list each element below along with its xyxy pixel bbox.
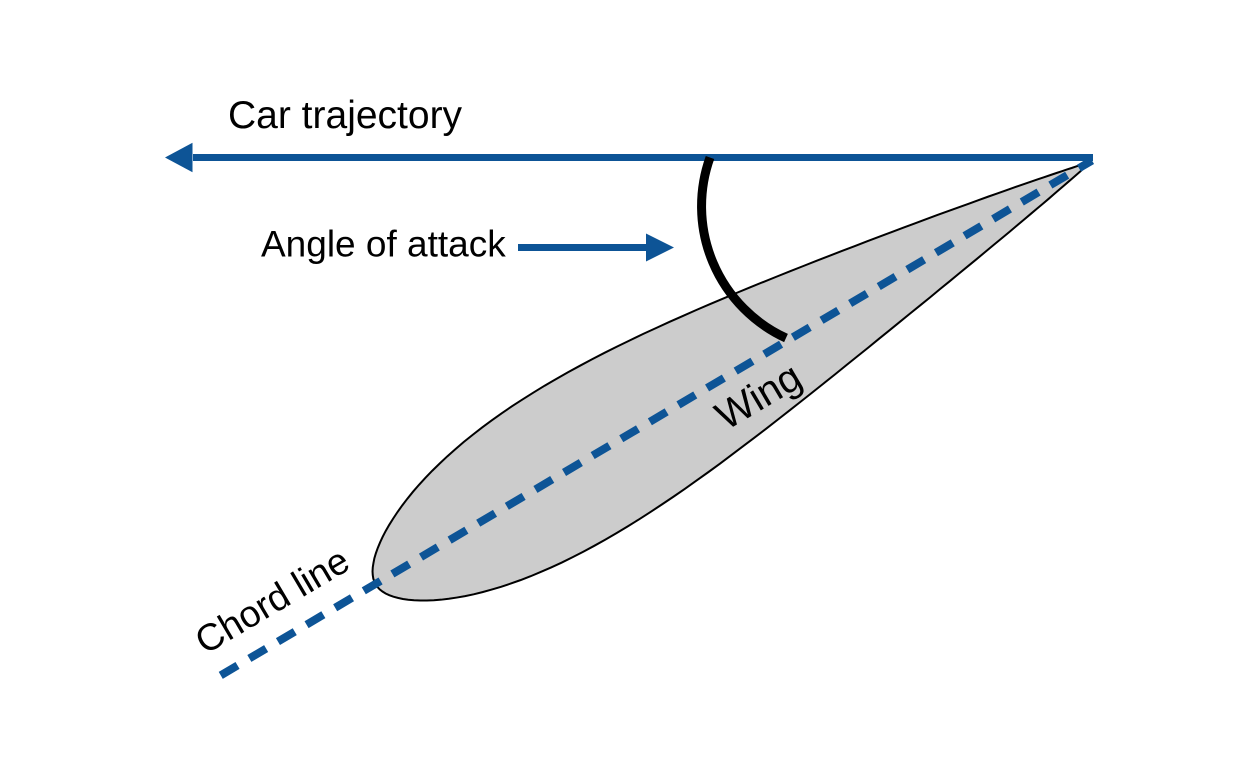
svg-text:Car trajectory: Car trajectory — [228, 94, 463, 137]
svg-text:Angle of attack: Angle of attack — [261, 224, 506, 265]
